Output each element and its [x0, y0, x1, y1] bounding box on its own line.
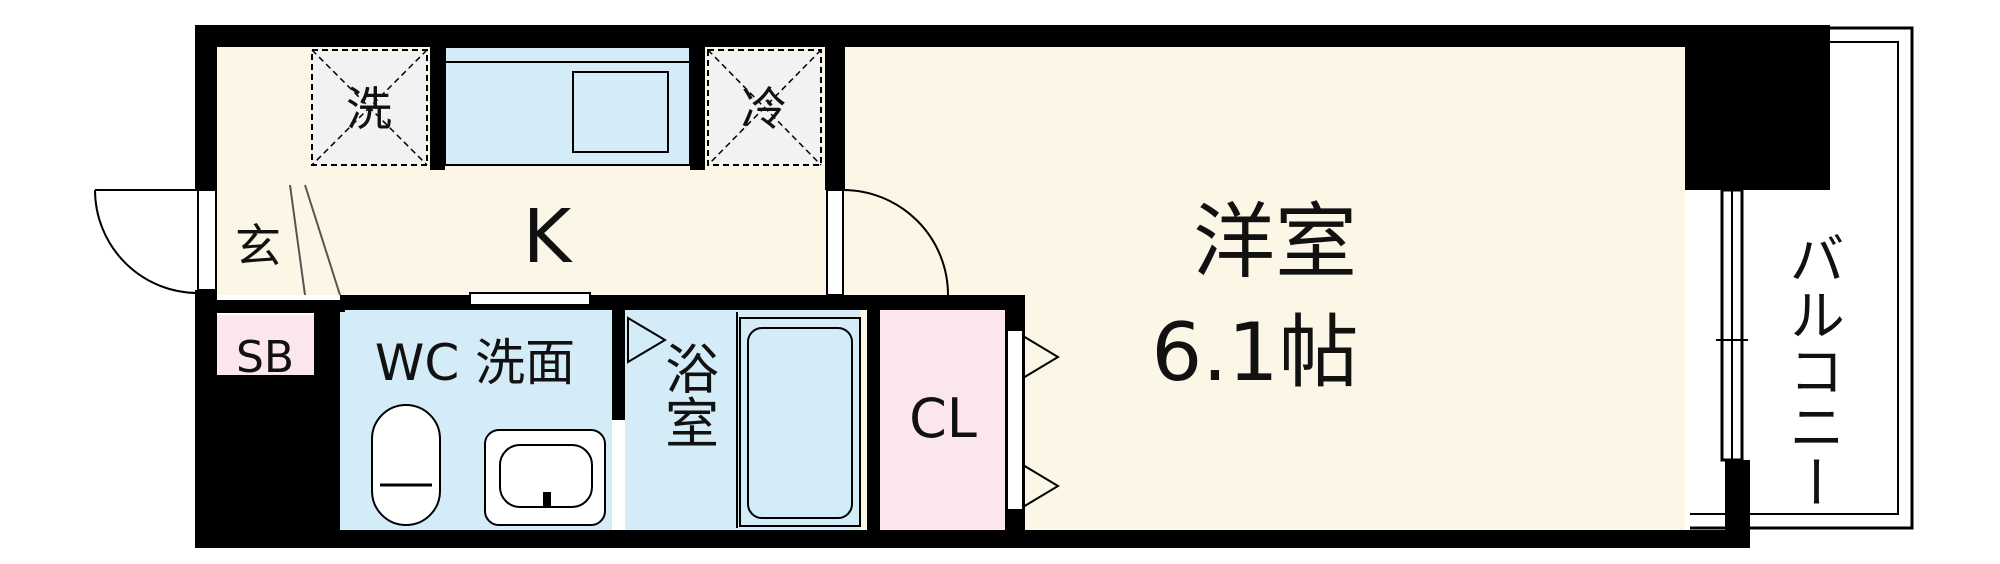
- closet-area: [880, 310, 1005, 530]
- entrance-step-line-2: [304, 184, 341, 296]
- wall-wc-right: [612, 310, 625, 420]
- room-door-frame: [826, 189, 844, 296]
- closet-door-marker-bottom: [1022, 464, 1060, 508]
- fridge-cross-2: [707, 49, 822, 166]
- closet-door-marker-top: [1022, 335, 1060, 379]
- western-room-label: 洋室: [1193, 195, 1357, 290]
- wall-left-upper: [195, 25, 217, 190]
- washer-cross-2: [311, 49, 428, 166]
- shoe-box-outline: [214, 311, 316, 381]
- wall-sb-right: [315, 312, 340, 380]
- bath-door-marker: [627, 316, 667, 364]
- shoe-box-label: SB: [236, 332, 294, 383]
- kitchen-sink: [572, 71, 669, 153]
- entrance-door-swing: [94, 189, 199, 294]
- toilet-icon: [371, 404, 441, 526]
- wall-partition-2: [690, 45, 705, 170]
- entrance-door-frame: [197, 189, 217, 291]
- entrance-area: [215, 185, 340, 295]
- entrance-label: 玄: [235, 219, 281, 273]
- wall-top: [195, 25, 1828, 47]
- wall-sb-divider: [215, 300, 345, 312]
- shoe-box-area: [215, 315, 315, 380]
- wall-bottom: [195, 530, 1750, 548]
- wall-kitchen-bottom: [340, 295, 1020, 310]
- wc-washroom-label: WC 洗面: [375, 334, 575, 392]
- washbasin-tap: [543, 492, 551, 508]
- western-room-size-label: 6.1帖: [1151, 306, 1358, 399]
- washer-space-label: 洗: [346, 82, 392, 136]
- wall-closet-left: [867, 310, 880, 530]
- closet-label: CL: [909, 387, 977, 450]
- wc-door-gap: [469, 292, 591, 306]
- bath-label: 浴室: [656, 341, 719, 449]
- balcony-label: バルコニー: [1780, 230, 1845, 510]
- room-door-swing: [842, 189, 949, 296]
- kitchen-counter: [444, 46, 691, 166]
- wall-column-left: [195, 375, 340, 530]
- washbasin-icon: [484, 429, 606, 526]
- entrance-step-line-1: [289, 184, 306, 296]
- wall-column-right: [1685, 25, 1830, 190]
- kitchen-label: K: [523, 194, 574, 280]
- wall-kitchen-right: [825, 45, 845, 190]
- wall-partition-1: [430, 45, 445, 170]
- wall-right-lower: [1725, 460, 1750, 548]
- fridge-space-label: 冷: [741, 82, 787, 136]
- closet-door-frame: [1006, 329, 1024, 511]
- bathtub-inner: [747, 327, 853, 519]
- bathtub-icon: [739, 317, 861, 527]
